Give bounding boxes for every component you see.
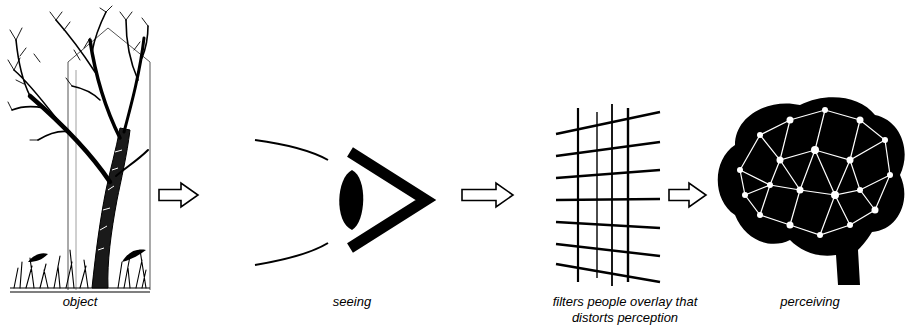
stage-caption: perceiving — [755, 294, 865, 310]
network-dot — [857, 117, 864, 124]
network-dot — [857, 187, 863, 193]
stage-figure: object — [10, 8, 152, 292]
network-dot — [811, 146, 819, 154]
network-dot — [787, 222, 794, 229]
grid-line — [556, 112, 660, 134]
bark-texture — [98, 150, 122, 250]
tree-trunk — [92, 128, 130, 288]
network-dot — [831, 191, 839, 199]
stage-caption: object — [35, 294, 125, 310]
stage-caption: filters people overlay that distorts per… — [533, 294, 718, 327]
network-dot — [847, 222, 853, 228]
tree-twigs — [12, 12, 148, 140]
grass — [14, 250, 146, 288]
tree-branch — [116, 150, 148, 176]
flow-arrow — [669, 183, 706, 207]
brain-silhouette — [718, 97, 905, 285]
grid-line — [556, 142, 660, 156]
tree-frame-line — [76, 70, 77, 290]
grid-line — [611, 104, 613, 286]
network-dot — [757, 212, 763, 218]
flow-arrow — [159, 183, 198, 207]
tree-branch — [124, 38, 144, 132]
brain-network — [740, 110, 890, 235]
network-dot — [757, 132, 763, 138]
eye-lens — [339, 170, 363, 230]
flow-arrow — [462, 183, 513, 207]
brain-illustration — [718, 97, 905, 285]
brain-nodes — [737, 107, 893, 238]
grid-line — [556, 222, 660, 228]
network-dot — [777, 157, 784, 164]
network-dot — [882, 137, 888, 143]
network-dot — [742, 192, 748, 198]
grid-line — [556, 199, 660, 200]
stage-caption: seeing — [307, 294, 397, 310]
grid-line — [556, 170, 660, 178]
leaves — [28, 250, 146, 263]
stage-figure: filters people overlay that distorts per… — [520, 100, 662, 292]
grid-line — [627, 108, 629, 282]
network-dot — [787, 117, 794, 124]
network-dot — [737, 167, 743, 173]
filter-grid — [556, 104, 660, 286]
stage-figure: perceiving — [713, 92, 903, 292]
network-dot — [887, 172, 893, 178]
network-dot — [817, 232, 823, 238]
sight-line — [255, 243, 328, 265]
tree-branch — [90, 40, 120, 138]
grid-line — [556, 264, 660, 282]
tree-illustration — [8, 6, 150, 292]
network-dot — [797, 187, 804, 194]
network-dot — [872, 207, 879, 214]
tree-branch — [30, 96, 110, 182]
grid-line — [596, 112, 597, 278]
tree-fine-twigs — [8, 6, 148, 140]
sight-line — [255, 140, 328, 160]
network-dot — [847, 157, 854, 164]
network-dot — [767, 182, 773, 188]
grid-line — [577, 108, 579, 282]
network-dot — [822, 107, 828, 113]
stage-figure: seeing — [205, 100, 455, 292]
grid-line — [556, 244, 660, 256]
ground-line — [10, 291, 150, 292]
eye-illustration — [255, 140, 426, 265]
